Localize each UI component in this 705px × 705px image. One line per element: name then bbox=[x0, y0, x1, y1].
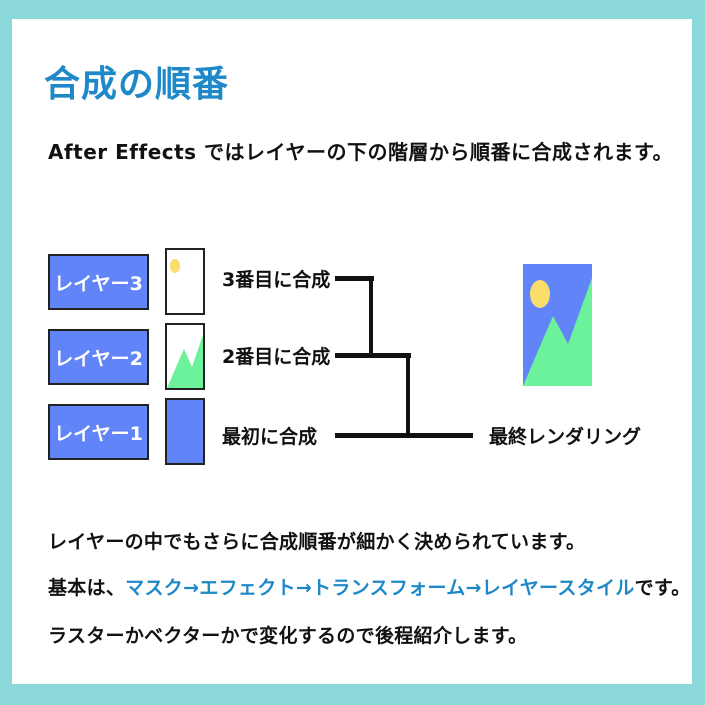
connector-vertical-3-2 bbox=[369, 276, 373, 357]
mountain-image-icon bbox=[165, 323, 205, 390]
composite-label-1: 最初に合成 bbox=[222, 426, 318, 448]
composite-label-3: 3番目に合成 bbox=[222, 269, 331, 291]
layer-2-box: レイヤー2 bbox=[48, 329, 149, 385]
body-line-2: 基本は、マスク→エフェクト→トランスフォーム→レイヤースタイルです。 bbox=[48, 573, 691, 600]
composite-landscape-image-icon bbox=[523, 264, 592, 386]
layer-1-label: レイヤー1 bbox=[54, 422, 143, 445]
layer-3-box: レイヤー3 bbox=[48, 254, 149, 310]
connector-line-2 bbox=[335, 353, 411, 358]
final-render-label: 最終レンダリング bbox=[489, 426, 642, 448]
composite-order-highlight: マスク→エフェクト→トランスフォーム→レイヤースタイル bbox=[125, 577, 635, 599]
layer-1-box: レイヤー1 bbox=[48, 404, 149, 460]
intro-text: After Effects ではレイヤーの下の階層から順番に合成されます。 bbox=[48, 140, 673, 164]
sun-image-icon bbox=[165, 248, 205, 315]
body-line-1: レイヤーの中でもさらに合成順番が細かく決められています。 bbox=[48, 531, 586, 553]
composite-label-2: 2番目に合成 bbox=[222, 346, 331, 368]
body-line-3: ラスターかベクターかで変化するので後程紹介します。 bbox=[48, 625, 528, 647]
connector-vertical-2-1 bbox=[406, 353, 410, 436]
layer-2-label: レイヤー2 bbox=[54, 347, 143, 370]
page-title: 合成の順番 bbox=[44, 64, 230, 105]
body-line-2-prefix: 基本は、 bbox=[48, 577, 126, 599]
connector-line-1 bbox=[335, 433, 473, 438]
blue-fill-image-icon bbox=[165, 398, 205, 465]
body-line-2-suffix: です。 bbox=[634, 577, 691, 599]
layer-3-label: レイヤー3 bbox=[54, 272, 143, 295]
connector-line-3 bbox=[335, 276, 374, 281]
